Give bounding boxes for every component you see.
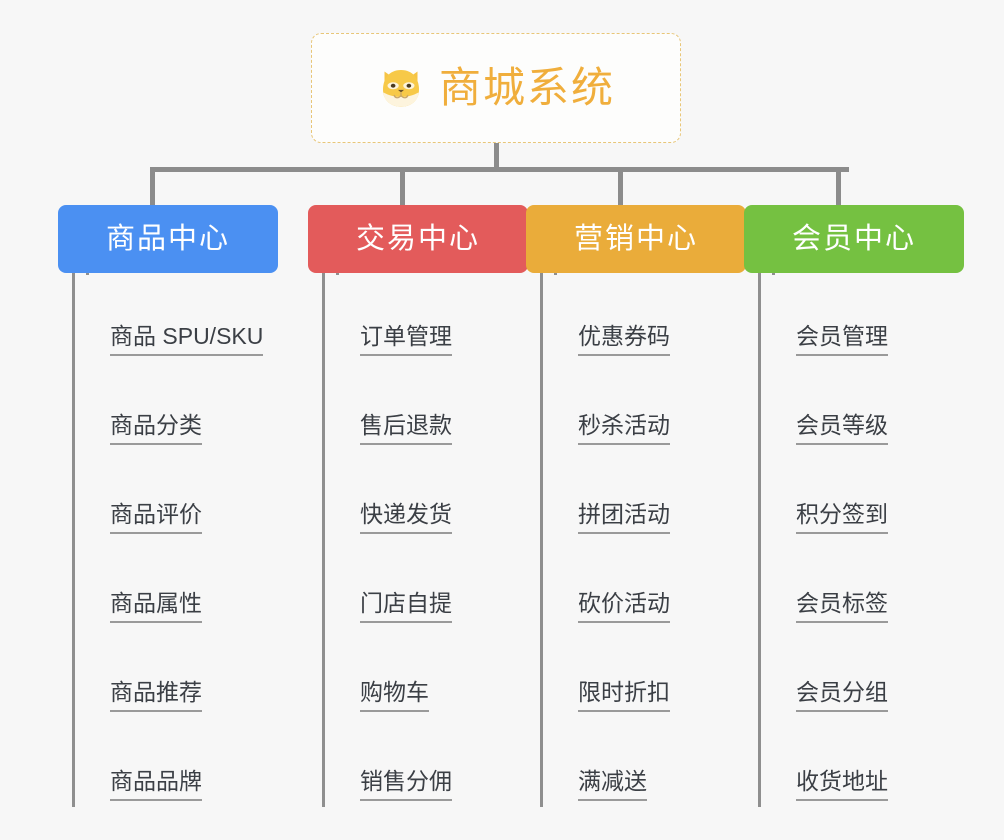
leaf-list-1: 商品 SPU/SKU 商品分类 商品评价 商品属性 商品推荐 商品品牌	[72, 257, 278, 807]
category-column-3: 营销中心 优惠券码 秒杀活动 拼团活动 砍价活动 限时折扣 满减送	[526, 205, 746, 807]
category-header-1[interactable]: 商品中心	[58, 205, 278, 273]
leaf-label: 商品推荐	[110, 679, 202, 712]
leaf-item[interactable]: 满减送	[540, 718, 746, 807]
leaf-label: 快递发货	[360, 501, 452, 534]
category-column-1: 商品中心 商品 SPU/SKU 商品分类 商品评价 商品属性 商品推荐 商品品牌	[58, 205, 278, 807]
connector-spine-3	[540, 273, 543, 807]
leaf-item[interactable]: 销售分佣	[322, 718, 528, 807]
leaf-label: 拼团活动	[578, 501, 670, 534]
leaf-item[interactable]: 限时折扣	[540, 629, 746, 718]
leaf-item[interactable]: 购物车	[322, 629, 528, 718]
leaf-item[interactable]: 商品品牌	[72, 718, 278, 807]
category-label-2: 交易中心	[355, 222, 480, 255]
leaf-label: 商品 SPU/SKU	[110, 323, 264, 356]
category-header-3[interactable]: 营销中心	[526, 205, 746, 273]
leaf-item[interactable]: 商品推荐	[72, 629, 278, 718]
leaf-item[interactable]: 收货地址	[758, 718, 964, 807]
leaf-label: 积分签到	[796, 501, 888, 534]
root-node[interactable]: 商城系统	[311, 33, 681, 143]
leaf-item[interactable]: 砍价活动	[540, 540, 746, 629]
leaf-item[interactable]: 秒杀活动	[540, 362, 746, 451]
leaf-list-4: 会员管理 会员等级 积分签到 会员标签 会员分组 收货地址	[758, 257, 964, 807]
leaf-label: 收货地址	[796, 768, 888, 801]
connector-horizontal-bus	[150, 167, 849, 172]
connector-spine-4	[758, 273, 761, 807]
leaf-item[interactable]: 拼团活动	[540, 451, 746, 540]
leaf-label: 限时折扣	[578, 679, 670, 712]
leaf-item[interactable]: 售后退款	[322, 362, 528, 451]
leaf-item[interactable]: 会员管理	[758, 273, 964, 362]
leaf-label: 订单管理	[360, 323, 452, 356]
connector-spine-1	[72, 273, 75, 807]
leaf-label: 商品分类	[110, 412, 202, 445]
leaf-label: 秒杀活动	[578, 412, 670, 445]
leaf-label: 销售分佣	[360, 768, 452, 801]
leaf-item[interactable]: 订单管理	[322, 273, 528, 362]
leaf-label: 会员标签	[796, 590, 888, 623]
connector-root-stem	[494, 143, 499, 170]
shiba-dog-face-icon	[377, 64, 425, 112]
leaf-item[interactable]: 积分签到	[758, 451, 964, 540]
leaf-label: 商品品牌	[110, 768, 202, 801]
root-title: 商城系统	[438, 64, 615, 111]
leaf-item[interactable]: 商品评价	[72, 451, 278, 540]
leaf-list-3: 优惠券码 秒杀活动 拼团活动 砍价活动 限时折扣 满减送	[540, 257, 746, 807]
leaf-item[interactable]: 会员标签	[758, 540, 964, 629]
leaf-item[interactable]: 会员分组	[758, 629, 964, 718]
leaf-label: 商品评价	[110, 501, 202, 534]
leaf-label: 售后退款	[360, 412, 452, 445]
leaf-item[interactable]: 门店自提	[322, 540, 528, 629]
category-header-4[interactable]: 会员中心	[744, 205, 964, 273]
leaf-item[interactable]: 商品 SPU/SKU	[72, 273, 278, 362]
leaf-item[interactable]: 会员等级	[758, 362, 964, 451]
leaf-item[interactable]: 优惠券码	[540, 273, 746, 362]
leaf-label: 商品属性	[110, 590, 202, 623]
connector-spine-2	[322, 273, 325, 807]
connector-drop-1	[150, 167, 155, 207]
leaf-item[interactable]: 商品分类	[72, 362, 278, 451]
leaf-item[interactable]: 商品属性	[72, 540, 278, 629]
connector-drop-4	[836, 167, 841, 207]
category-label-1: 商品中心	[105, 222, 230, 255]
connector-drop-3	[618, 167, 623, 207]
category-label-3: 营销中心	[573, 222, 698, 255]
category-column-4: 会员中心 会员管理 会员等级 积分签到 会员标签 会员分组 收货地址	[744, 205, 964, 807]
leaf-label: 会员管理	[796, 323, 888, 356]
category-column-2: 交易中心 订单管理 售后退款 快递发货 门店自提 购物车 销售分佣	[308, 205, 528, 807]
leaf-label: 砍价活动	[578, 590, 670, 623]
leaf-list-2: 订单管理 售后退款 快递发货 门店自提 购物车 销售分佣	[322, 257, 528, 807]
leaf-item[interactable]: 快递发货	[322, 451, 528, 540]
leaf-label: 门店自提	[360, 590, 452, 623]
leaf-label: 满减送	[578, 768, 647, 801]
leaf-label: 会员分组	[796, 679, 888, 712]
leaf-label: 购物车	[360, 679, 429, 712]
connector-drop-2	[400, 167, 405, 207]
category-header-2[interactable]: 交易中心	[308, 205, 528, 273]
leaf-label: 会员等级	[796, 412, 888, 445]
category-label-4: 会员中心	[791, 222, 916, 255]
leaf-label: 优惠券码	[578, 323, 670, 356]
